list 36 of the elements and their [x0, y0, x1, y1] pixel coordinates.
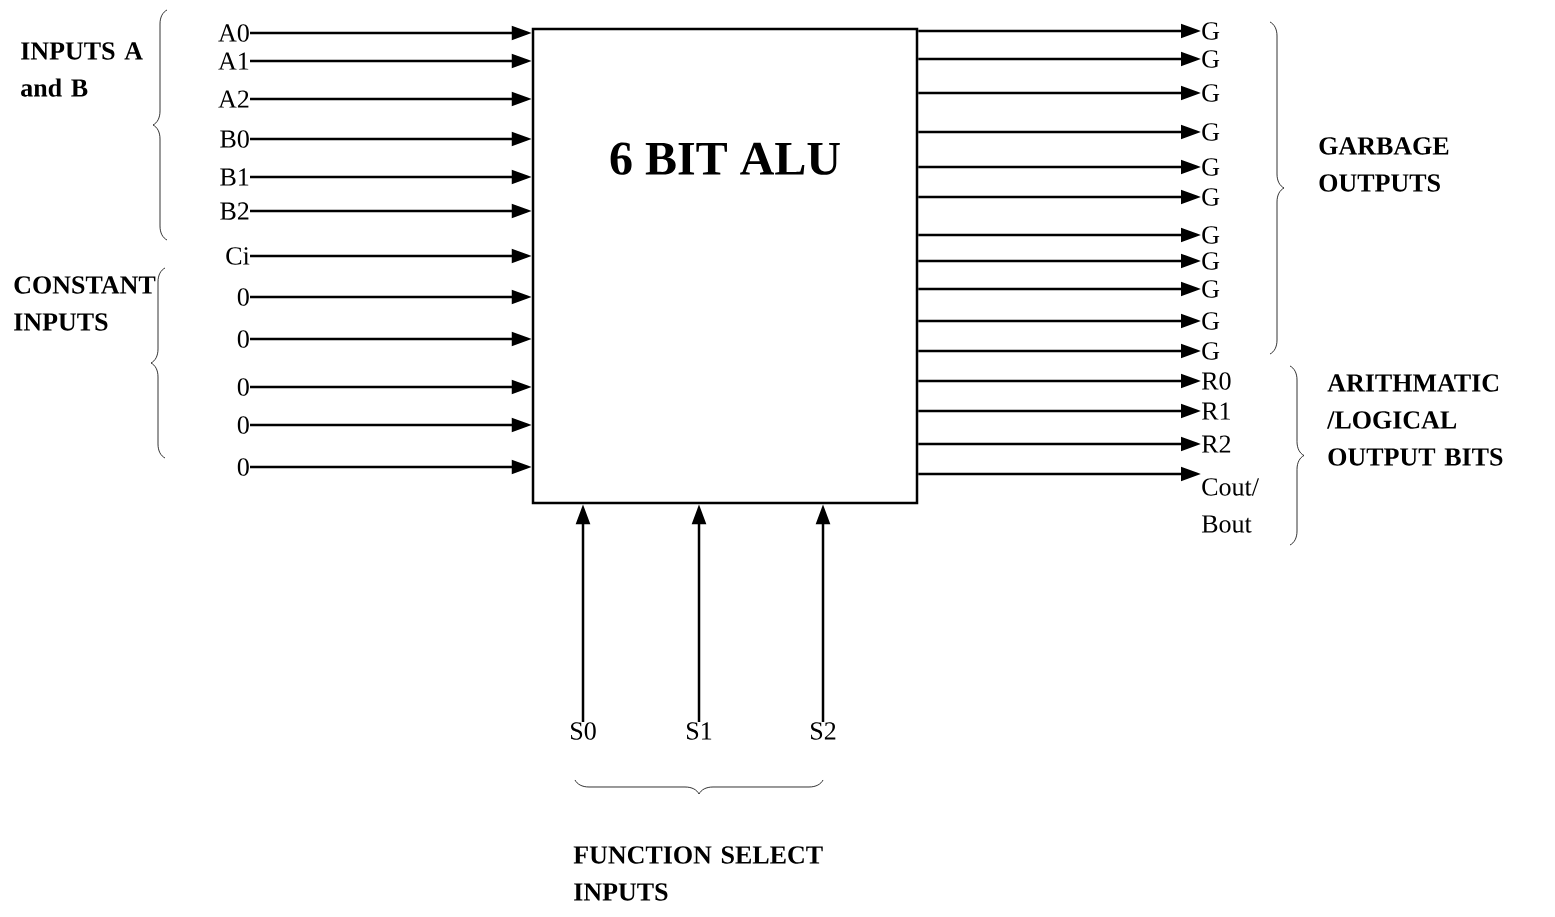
- signal-label: A2: [218, 90, 249, 108]
- signal-label: Ci: [226, 247, 250, 265]
- signal-label: G: [1202, 22, 1220, 40]
- signal-label: S0: [571, 722, 596, 740]
- signal-label: S2: [811, 722, 836, 740]
- signal-label: 0: [237, 458, 249, 476]
- signal-label: R2: [1201, 435, 1231, 453]
- signal-label: A0: [218, 24, 249, 42]
- signal-label: 0: [237, 378, 249, 396]
- signal-label: G: [1202, 252, 1220, 270]
- signal-label: R0: [1201, 372, 1231, 390]
- signal-label: G: [1202, 158, 1220, 176]
- signal-label: S1: [687, 722, 712, 740]
- group-label: ARITHMATIC /LOGICAL OUTPUT BITS: [1326, 374, 1503, 466]
- signal-label: B1: [220, 168, 249, 186]
- signal-label: R1: [1201, 402, 1230, 420]
- signal-label: G: [1202, 280, 1220, 298]
- signal-label: G: [1202, 312, 1220, 330]
- signal-label: G: [1202, 188, 1220, 206]
- group-label: FUNCTION SELECT INPUTS: [573, 846, 823, 901]
- signal-label: 0: [237, 330, 249, 348]
- signal-label: 0: [237, 288, 249, 306]
- group-label: GARBAGE OUTPUTS: [1319, 137, 1449, 192]
- alu-block: 6 BIT ALU: [531, 27, 919, 505]
- signal-label: G: [1202, 84, 1220, 102]
- signal-label: B2: [220, 202, 249, 220]
- signal-label: 0: [237, 416, 249, 434]
- signal-label: G: [1202, 123, 1220, 141]
- signal-label: G: [1202, 50, 1220, 68]
- group-label: CONSTANT INPUTS: [14, 276, 156, 331]
- signal-label: G: [1202, 342, 1220, 360]
- group-label: INPUTS A and B: [21, 42, 143, 97]
- signal-label: Cout/ Bout: [1201, 478, 1259, 533]
- signal-label: A1: [218, 52, 249, 70]
- signal-label: B0: [220, 130, 249, 148]
- signal-label: G: [1202, 226, 1220, 244]
